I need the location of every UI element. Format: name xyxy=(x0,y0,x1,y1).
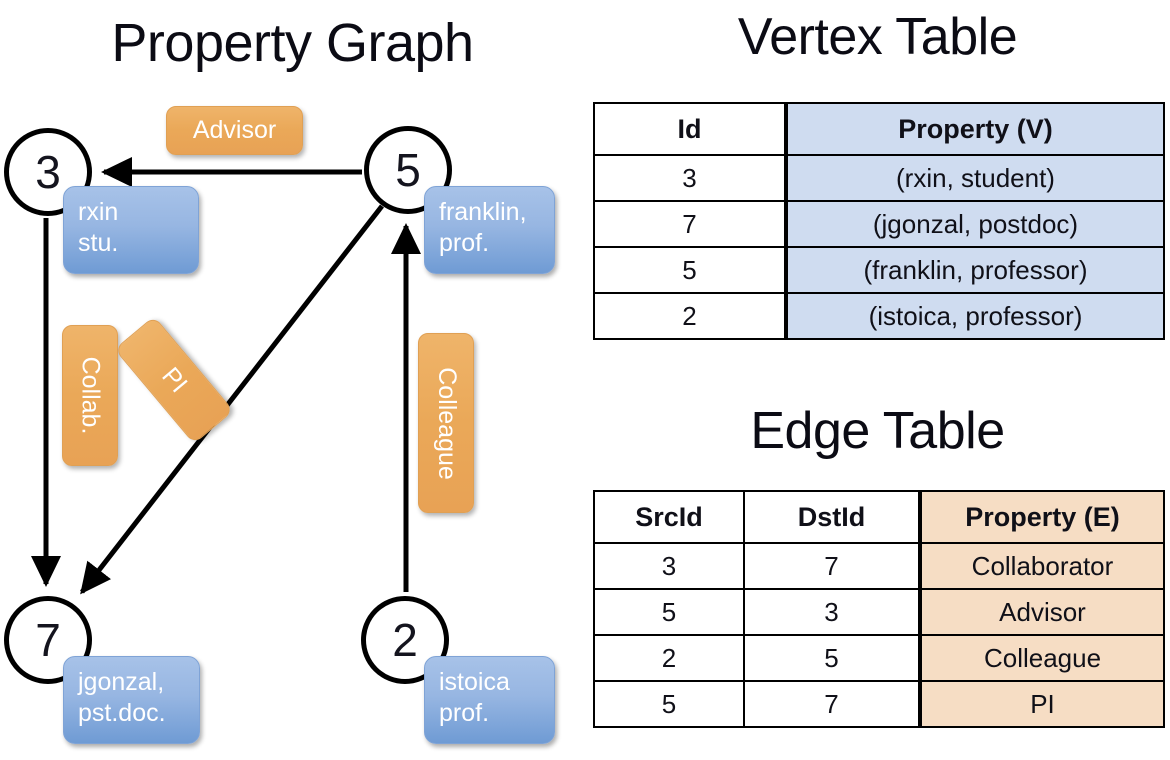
page-title-edge-table: Edge Table xyxy=(750,402,1005,460)
edge-label-colleague: Colleague xyxy=(418,333,474,513)
vertex-row-0-id: 3 xyxy=(593,154,787,202)
table-row[interactable]: 5 7 PI xyxy=(593,680,1165,728)
table-row[interactable]: 7 (jgonzal, postdoc) xyxy=(593,200,1165,248)
edge-label-advisor: Advisor xyxy=(166,106,303,155)
vertex-row-3-property: (istoica, professor) xyxy=(784,292,1165,340)
table-row[interactable]: 5 3 Advisor xyxy=(593,588,1165,636)
graph-node-2[interactable]: 2 xyxy=(361,596,449,684)
vertex-table-header-property: Property (V) xyxy=(784,102,1165,156)
edge-row-0-dst: 7 xyxy=(743,542,921,590)
node-property-5-line2: prof. xyxy=(439,229,490,257)
edge-row-1-src: 5 xyxy=(593,588,745,636)
edge-label-colleague-text: Colleague xyxy=(432,366,461,480)
edge-row-2-dst: 5 xyxy=(743,634,921,682)
graph-node-5[interactable]: 5 xyxy=(364,126,452,214)
graph-node-5-label: 5 xyxy=(395,144,421,196)
edge-label-collab: Collab. xyxy=(62,325,118,466)
edge-table-header-srcid: SrcId xyxy=(593,490,745,544)
vertex-table-header-id: Id xyxy=(593,102,787,156)
edge-label-pi-text: PI xyxy=(156,361,193,398)
vertex-row-1-id: 7 xyxy=(593,200,787,248)
vertex-table: Id Property (V) 3 (rxin, student) 7 (jgo… xyxy=(593,102,1165,340)
edge-table: SrcId DstId Property (E) 3 7 Collaborato… xyxy=(593,490,1165,728)
edge-row-2-src: 2 xyxy=(593,634,745,682)
edge-row-3-src: 5 xyxy=(593,680,745,728)
node-property-2-line2: prof. xyxy=(439,699,490,727)
vertex-row-1-property: (jgonzal, postdoc) xyxy=(784,200,1165,248)
table-row[interactable]: 3 (rxin, student) xyxy=(593,154,1165,202)
edge-row-1-dst: 3 xyxy=(743,588,921,636)
table-row[interactable]: 2 (istoica, professor) xyxy=(593,292,1165,340)
table-row[interactable]: 5 (franklin, professor) xyxy=(593,246,1165,294)
graph-node-2-label: 2 xyxy=(392,614,418,666)
graph-edges-svg xyxy=(31,157,421,595)
edge-5-to-7 xyxy=(80,204,384,595)
vertex-row-2-id: 5 xyxy=(593,246,787,294)
page-title-vertex-table: Vertex Table xyxy=(737,8,1018,66)
edge-label-collab-text: Collab. xyxy=(76,356,105,435)
node-property-3-line1: rxin xyxy=(78,198,119,226)
edge-row-2-property: Colleague xyxy=(918,634,1165,682)
edge-table-header-row: SrcId DstId Property (E) xyxy=(593,490,1165,544)
node-property-2-line1: istoica xyxy=(439,668,510,696)
node-property-box-7: jgonzal, pst.doc. xyxy=(63,656,200,744)
table-row[interactable]: 3 7 Collaborator xyxy=(593,542,1165,590)
edge-label-advisor-text: Advisor xyxy=(192,116,277,144)
edge-row-0-property: Collaborator xyxy=(918,542,1165,590)
node-property-box-5: franklin, prof. xyxy=(424,186,555,274)
node-property-box-2: istoica prof. xyxy=(424,656,555,744)
table-row[interactable]: 2 5 Colleague xyxy=(593,634,1165,682)
graph-node-3-label: 3 xyxy=(35,146,61,198)
node-property-5-line1: franklin, xyxy=(439,198,527,226)
edge-row-0-src: 3 xyxy=(593,542,745,590)
node-property-box-3: rxin stu. xyxy=(63,186,199,274)
page-title-property-graph: Property Graph xyxy=(111,13,474,73)
edge-table-header-dstid: DstId xyxy=(743,490,921,544)
property-graph-panel: Property Graph 3 5 7 2 xyxy=(4,13,555,744)
node-property-7-line1: jgonzal, xyxy=(78,668,165,696)
vertex-row-2-property: (franklin, professor) xyxy=(784,246,1165,294)
vertex-row-0-property: (rxin, student) xyxy=(784,154,1165,202)
edge-row-3-property: PI xyxy=(918,680,1165,728)
vertex-table-header-row: Id Property (V) xyxy=(593,102,1165,156)
edge-table-header-property: Property (E) xyxy=(918,490,1165,544)
edge-row-3-dst: 7 xyxy=(743,680,921,728)
node-property-3-line2: stu. xyxy=(78,229,119,257)
edge-row-1-property: Advisor xyxy=(918,588,1165,636)
vertex-row-3-id: 2 xyxy=(593,292,787,340)
node-property-7-line2: pst.doc. xyxy=(78,699,166,727)
graph-node-7-label: 7 xyxy=(35,614,61,666)
